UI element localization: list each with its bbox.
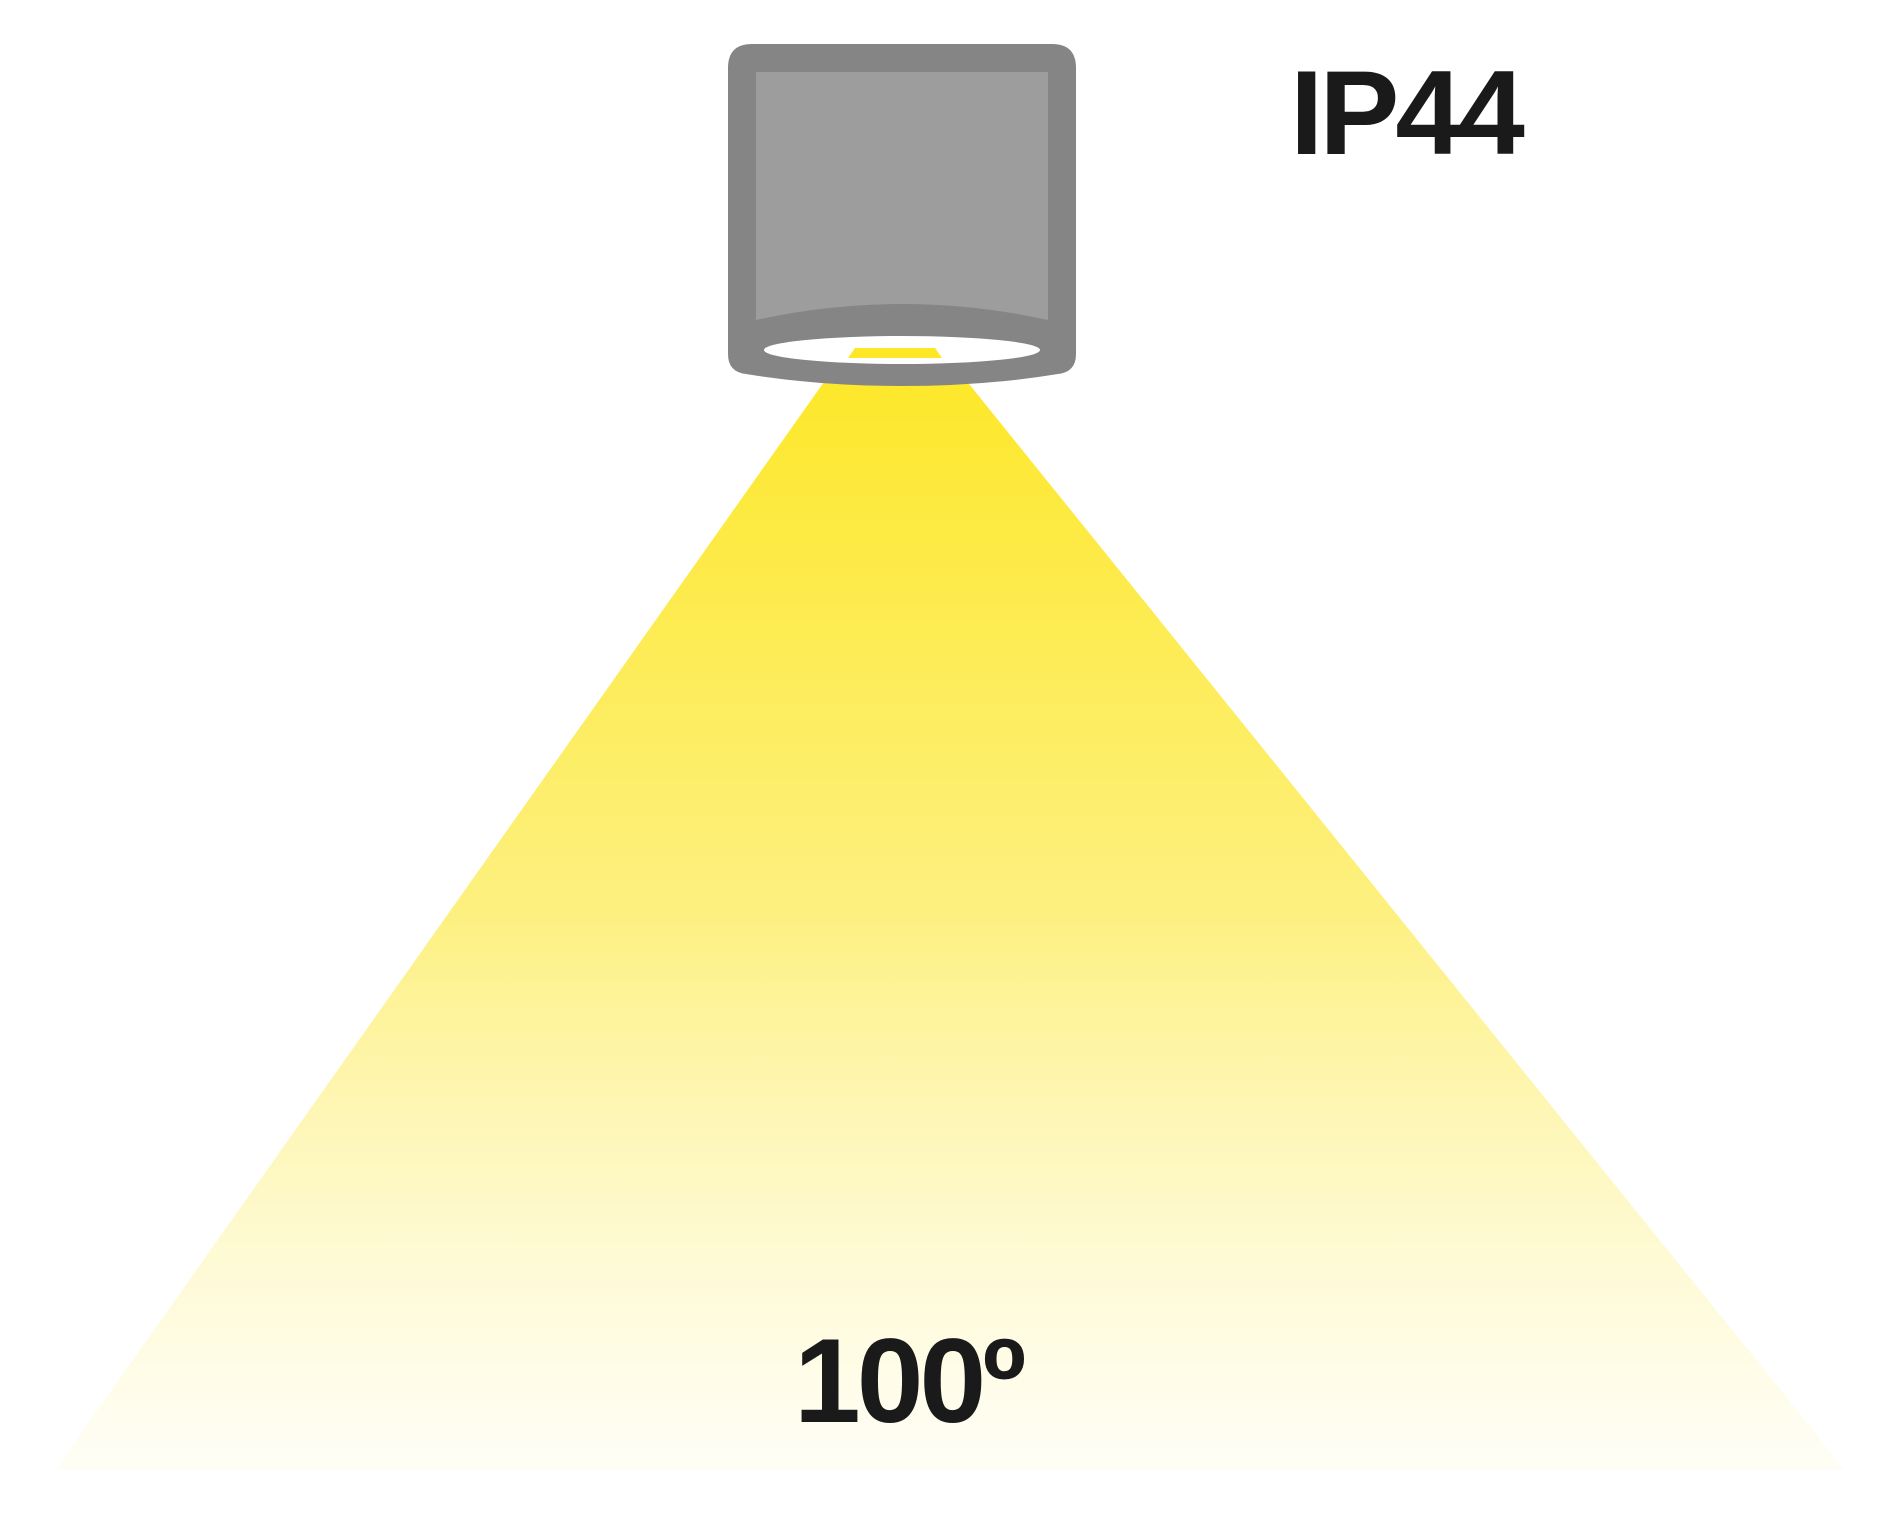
ip-rating-label: IP44 — [1290, 46, 1525, 180]
beam-angle-label: 100º — [794, 1314, 1024, 1448]
light-beam-cone — [55, 348, 1845, 1470]
ceiling-spotlight-icon — [728, 44, 1076, 386]
